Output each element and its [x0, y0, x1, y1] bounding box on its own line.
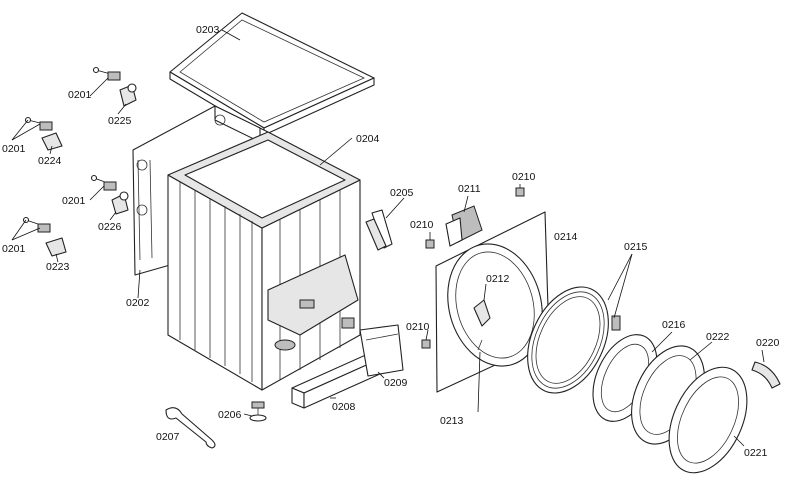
label-0214: 0214 — [554, 231, 578, 243]
plinth-cover-part[interactable] — [359, 324, 404, 377]
label-0201-c: 0201 — [62, 195, 86, 207]
label-0213: 0213 — [440, 415, 464, 427]
label-0223: 0223 — [46, 261, 70, 273]
front-panel-part[interactable] — [435, 211, 556, 393]
clip-part-a[interactable] — [515, 184, 525, 197]
screw-set-3[interactable] — [90, 174, 129, 215]
label-0210-b: 0210 — [410, 219, 434, 231]
leader-lines — [11, 29, 765, 447]
label-0210-c: 0210 — [406, 321, 430, 333]
label-0201-b: 0201 — [2, 143, 26, 155]
clip-part-c[interactable] — [421, 339, 431, 349]
label-0212: 0212 — [486, 273, 510, 285]
door-outer-frame-part[interactable] — [654, 355, 763, 485]
label-0210-a: 0210 — [512, 171, 536, 183]
label-0203: 0203 — [196, 24, 220, 36]
label-0216: 0216 — [662, 319, 686, 331]
label-0204: 0204 — [356, 133, 380, 145]
wrench-tool-part[interactable] — [165, 407, 216, 449]
bracket-part[interactable] — [365, 209, 393, 251]
door-ring-part[interactable] — [512, 274, 625, 406]
label-0211: 0211 — [458, 183, 481, 195]
label-0225: 0225 — [108, 115, 132, 127]
label-0222: 0222 — [706, 331, 730, 343]
label-0224: 0224 — [38, 155, 62, 167]
adjustable-foot-part[interactable] — [249, 401, 267, 422]
part-labels: 0203 0204 0201 0225 0201 0224 0201 0226 … — [2, 24, 780, 459]
screw-set-upper[interactable] — [92, 66, 137, 107]
label-0206: 0206 — [218, 409, 242, 421]
label-0226: 0226 — [98, 221, 122, 233]
screw-set-2[interactable] — [24, 116, 63, 151]
label-0208: 0208 — [332, 401, 356, 413]
label-0221: 0221 — [744, 447, 768, 459]
label-0201-a: 0201 — [68, 89, 92, 101]
screw-set-4[interactable] — [22, 216, 67, 257]
cabinet-part[interactable] — [167, 131, 361, 391]
label-0209: 0209 — [384, 377, 408, 389]
clip-part-b[interactable] — [425, 239, 435, 249]
door-lock-module-part[interactable] — [445, 205, 483, 247]
label-0202: 0202 — [126, 297, 150, 309]
label-0215: 0215 — [624, 241, 648, 253]
label-0205: 0205 — [390, 187, 414, 199]
label-0201-d: 0201 — [2, 243, 26, 255]
door-hinge-part[interactable] — [751, 361, 781, 389]
label-0207: 0207 — [156, 431, 180, 443]
label-0220: 0220 — [756, 337, 780, 349]
